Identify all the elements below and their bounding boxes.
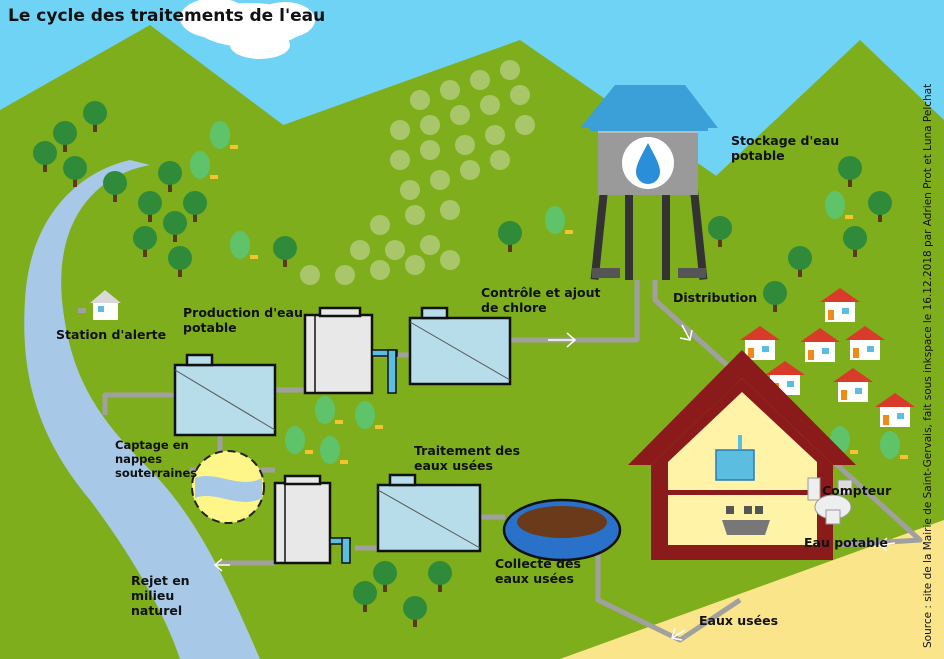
village-houses xyxy=(740,288,915,427)
captage-tank xyxy=(173,353,277,437)
sand-area xyxy=(560,520,944,659)
collecte-basin xyxy=(502,498,622,562)
production-tank xyxy=(303,306,398,395)
chlore-tank xyxy=(408,306,512,386)
label-station-alerte: Station d'alerte xyxy=(56,327,167,342)
tanks xyxy=(173,306,622,565)
big-house xyxy=(628,350,856,560)
toilet xyxy=(807,477,852,525)
page-title: Le cycle des traitements de l'eau xyxy=(8,6,326,26)
station-alerte-house xyxy=(78,290,121,320)
label-eau-potable: Eau potable xyxy=(804,535,888,550)
water-tower xyxy=(580,85,718,280)
aquifer-circle xyxy=(191,450,265,524)
label-distribution: Distribution xyxy=(673,290,758,305)
label-eaux-usees: Eaux usées xyxy=(699,613,779,628)
source-credit: Source : site de la Mairie de Saint-Gerv… xyxy=(922,83,934,648)
trees xyxy=(33,60,908,627)
river xyxy=(24,160,261,659)
rejet-tank xyxy=(273,474,351,565)
cloud xyxy=(180,0,315,59)
label-compteur: Compteur xyxy=(822,483,892,498)
traitement-tank xyxy=(376,473,482,553)
